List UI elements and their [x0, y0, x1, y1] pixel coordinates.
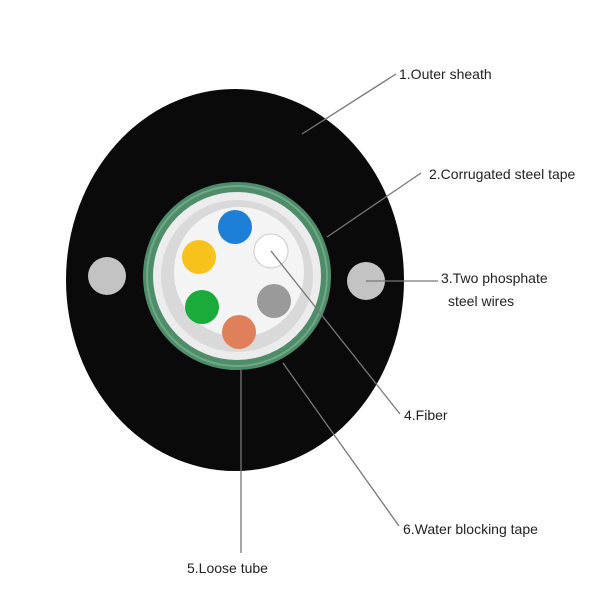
label-fiber: 4.Fiber: [404, 407, 448, 423]
fiber-yellow: [182, 240, 216, 274]
leader-line-corrugated-tape: [326, 172, 422, 238]
fiber-blue: [218, 210, 252, 244]
label-outer-sheath: 1.Outer sheath: [399, 66, 492, 82]
leader-line-outer-sheath: [301, 73, 397, 135]
label-corrugated-steel-tape: 2.Corrugated steel tape: [429, 166, 576, 182]
fiber-brown: [222, 315, 256, 349]
corrugated-steel-tape-edge: [146, 185, 328, 367]
leader-line-water-blocking: [282, 362, 400, 527]
fiber-green: [185, 290, 219, 324]
label-water-blocking-tape: 6.Water blocking tape: [403, 521, 538, 537]
label-steel-wires-line1: 3.Two phosphate: [441, 270, 548, 286]
steel-wire-left: [88, 257, 126, 295]
label-loose-tube: 5.Loose tube: [187, 560, 268, 576]
fiber-gray: [257, 284, 291, 318]
label-steel-wires-line2: steel wires: [448, 293, 514, 309]
leader-line-fiber: [270, 250, 401, 415]
